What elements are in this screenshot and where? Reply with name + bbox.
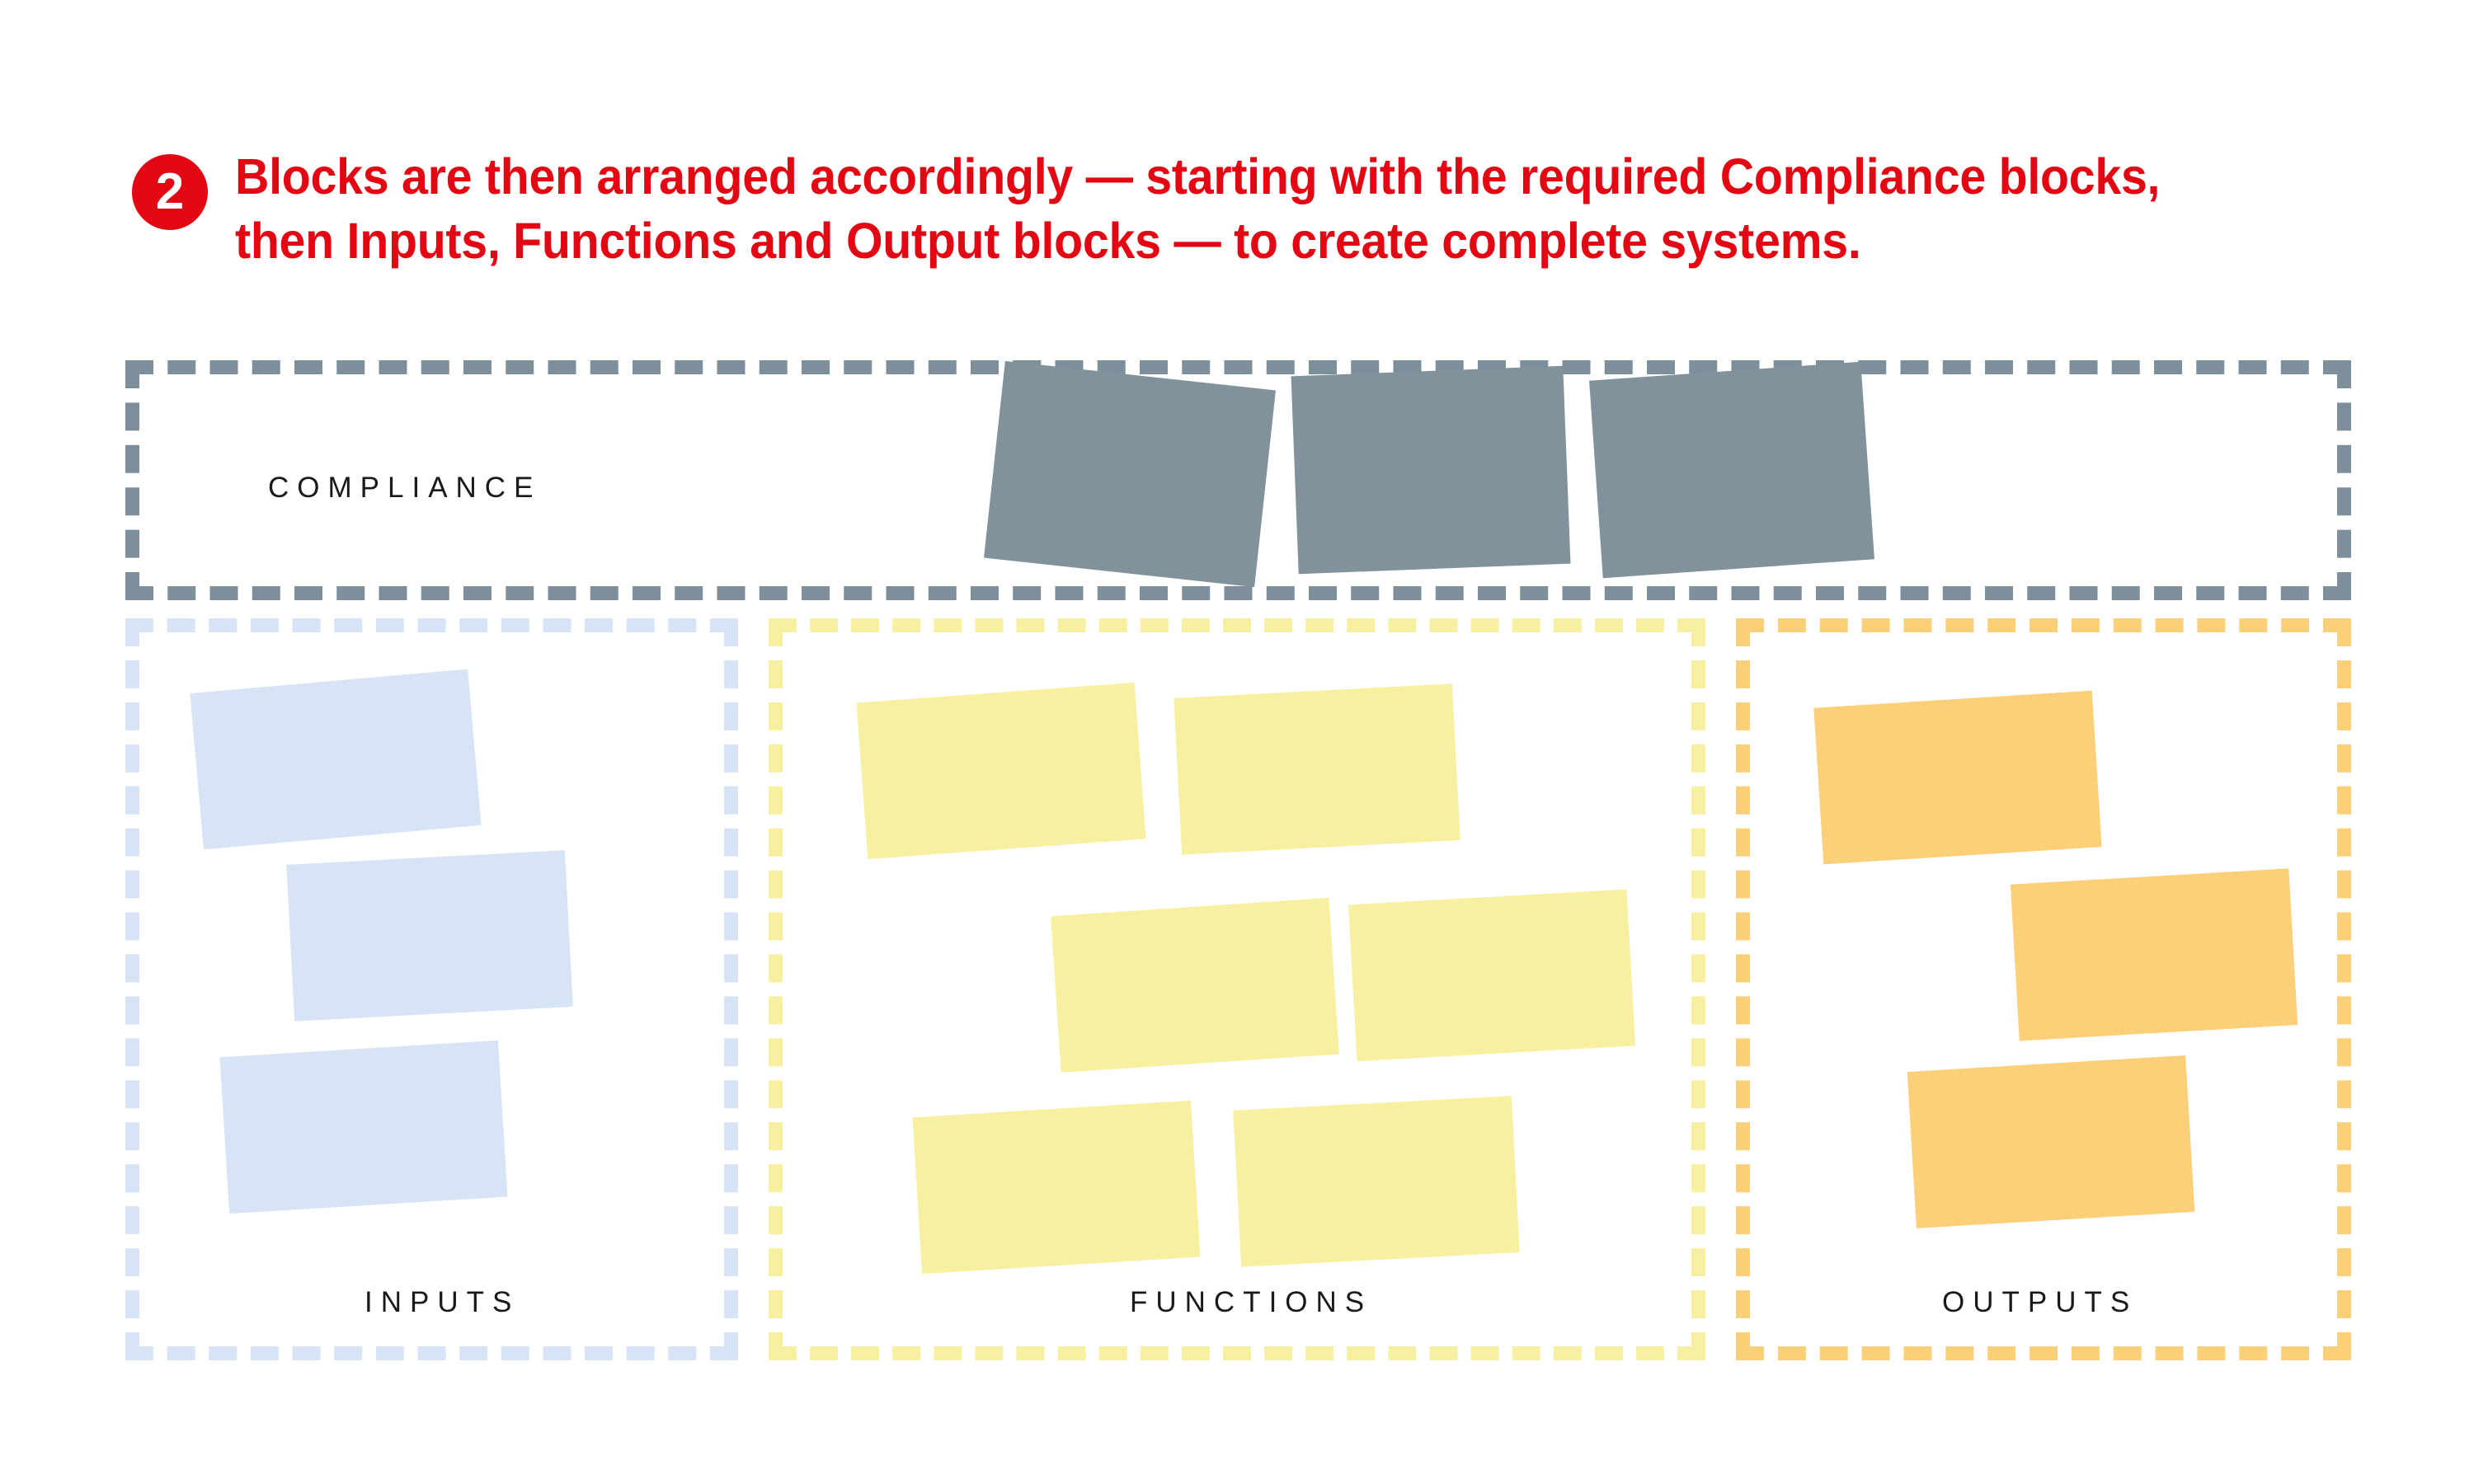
outputs-block-3[interactable] bbox=[1907, 1055, 2195, 1228]
zone-compliance[interactable] bbox=[125, 360, 2351, 600]
heading-text: Blocks are then arranged accordingly — s… bbox=[235, 144, 2219, 273]
compliance-block-1[interactable] bbox=[984, 360, 1276, 588]
inputs-block-1[interactable] bbox=[190, 669, 482, 850]
zone-outputs[interactable] bbox=[1736, 618, 2351, 1360]
step-number-badge: 2 bbox=[132, 154, 208, 230]
zone-inputs[interactable] bbox=[125, 618, 738, 1360]
functions-block-4[interactable] bbox=[1348, 889, 1636, 1062]
functions-block-5[interactable] bbox=[912, 1100, 1201, 1275]
step-heading: 2 Blocks are then arranged accordingly —… bbox=[132, 144, 2359, 317]
zone-label-inputs: INPUTS bbox=[365, 1286, 520, 1318]
inputs-block-2[interactable] bbox=[286, 850, 573, 1021]
inputs-block-3[interactable] bbox=[219, 1040, 508, 1214]
compliance-block-2[interactable] bbox=[1291, 365, 1571, 575]
functions-block-6[interactable] bbox=[1233, 1096, 1520, 1267]
functions-block-2[interactable] bbox=[1174, 683, 1460, 855]
zone-label-outputs: OUTPUTS bbox=[1942, 1286, 2138, 1318]
outputs-block-1[interactable] bbox=[1813, 690, 2102, 865]
zone-label-functions: FUNCTIONS bbox=[1130, 1286, 1373, 1318]
zone-functions[interactable] bbox=[769, 618, 1705, 1360]
heading-line-1: Blocks are then arranged accordingly — s… bbox=[235, 148, 2161, 204]
functions-block-1[interactable] bbox=[856, 682, 1146, 860]
compliance-block-3[interactable] bbox=[1589, 361, 1874, 579]
outputs-block-2[interactable] bbox=[2010, 868, 2298, 1041]
zone-label-compliance: COMPLIANCE bbox=[268, 472, 542, 504]
heading-line-2: then Inputs, Functions and Output blocks… bbox=[235, 213, 1861, 270]
functions-block-3[interactable] bbox=[1051, 898, 1339, 1073]
